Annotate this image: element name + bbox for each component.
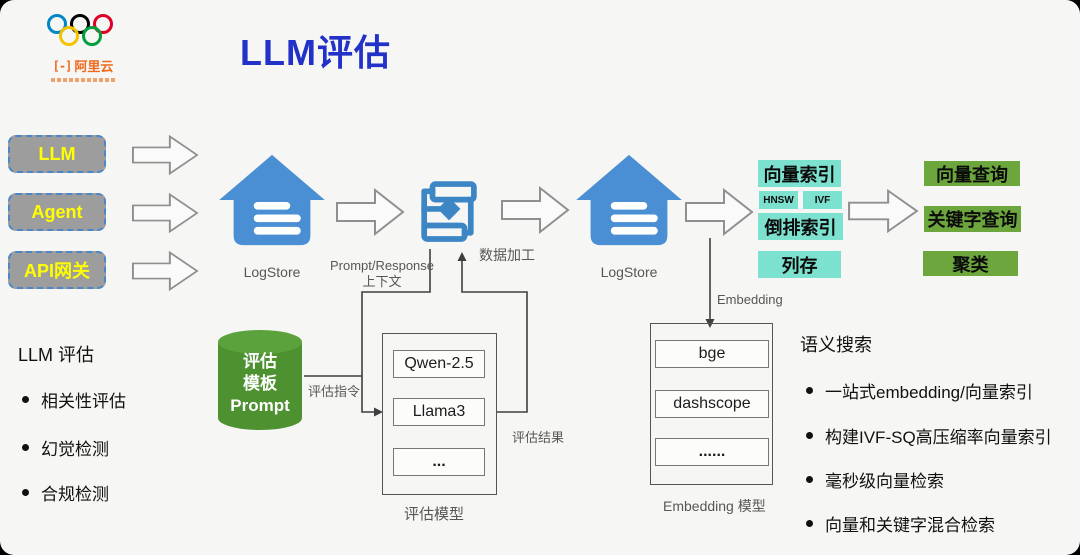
model-item-bge: bge bbox=[655, 340, 769, 368]
bracket-icon: [-] bbox=[52, 58, 73, 73]
bullet-dot-icon bbox=[22, 396, 29, 403]
prompt-response-text: Prompt/Response bbox=[329, 258, 435, 273]
arrow-right-icon bbox=[335, 187, 405, 237]
left-bullet-1: 相关性评估 bbox=[22, 387, 126, 412]
prompt-template-cylinder: 评估 模板 Prompt bbox=[214, 329, 306, 433]
prompt-response-label: Prompt/Response 上下文 bbox=[328, 258, 436, 291]
bullet-dot-icon bbox=[806, 476, 813, 483]
bullet-dot-icon bbox=[806, 520, 813, 527]
arrow-right-icon bbox=[847, 188, 919, 234]
cylinder-line: 评估 bbox=[243, 352, 277, 372]
logstore-label: LogStore bbox=[243, 264, 301, 280]
bullet-text: 相关性评估 bbox=[41, 392, 126, 411]
bullet-dot-icon bbox=[22, 444, 29, 451]
eval-model-caption: 评估模型 bbox=[404, 506, 465, 523]
arrow-right-icon bbox=[131, 250, 199, 292]
bullet-text: 构建IVF-SQ高压缩率向量索引 bbox=[825, 428, 1052, 447]
cylinder-text: 评估 模板 Prompt bbox=[214, 329, 306, 433]
bullet-dot-icon bbox=[22, 489, 29, 496]
context-text: 上下文 bbox=[362, 274, 402, 290]
chip-keyword-query: 关键字查询 bbox=[924, 206, 1021, 232]
source-label: LLM bbox=[38, 143, 76, 164]
olympic-rings-icon bbox=[47, 14, 119, 52]
model-item-dashscope: dashscope bbox=[655, 390, 769, 418]
right-bullet-2: 构建IVF-SQ高压缩率向量索引 bbox=[806, 423, 1052, 448]
source-label: API网关 bbox=[23, 261, 90, 281]
logo-subtext-bar bbox=[51, 78, 115, 82]
arrow-right-icon bbox=[131, 192, 199, 234]
source-box-agent: Agent bbox=[8, 193, 106, 231]
eval-model-box: Qwen-2.5 Llama3 ... bbox=[382, 333, 497, 495]
cylinder-icon bbox=[218, 330, 302, 430]
bullet-text: 毫秒级向量检索 bbox=[825, 472, 944, 491]
chip-inverted-index: 倒排索引 bbox=[758, 213, 843, 240]
eval-instruction-label: 评估指令 bbox=[308, 384, 361, 399]
model-item-more: ... bbox=[393, 448, 485, 476]
source-box-api-gateway: API网关 bbox=[8, 251, 106, 289]
data-processing-label: 数据加工 bbox=[479, 247, 535, 263]
cylinder-line: 模板 bbox=[243, 374, 277, 394]
arrow-right-icon bbox=[684, 187, 754, 237]
bullet-text: 向量和关键字混合检索 bbox=[825, 516, 995, 535]
arrow-right-icon bbox=[131, 134, 199, 176]
chip-vector-index: 向量索引 bbox=[758, 160, 841, 187]
source-box-llm: LLM bbox=[8, 135, 106, 173]
page-title: LLM评估 bbox=[240, 32, 391, 73]
right-panel-heading: 语义搜索 bbox=[800, 335, 872, 355]
bullet-text: 幻觉检测 bbox=[41, 440, 109, 459]
alibaba-cloud-wordmark: [-] 阿里云 bbox=[38, 56, 128, 75]
logstore-house-icon bbox=[575, 153, 683, 249]
bullet-dot-icon bbox=[806, 387, 813, 394]
chip-column-store: 列存 bbox=[758, 251, 841, 278]
embedding-label: Embedding bbox=[717, 292, 783, 307]
cylinder-line: Prompt bbox=[230, 395, 290, 415]
data-processing-flow-icon bbox=[421, 181, 477, 242]
brand-text: 阿里云 bbox=[74, 59, 114, 74]
chip-hnsw: HNSW bbox=[759, 191, 798, 209]
chip-vector-query: 向量查询 bbox=[924, 161, 1020, 186]
bullet-text: 合规检测 bbox=[41, 485, 109, 504]
eval-result-label: 评估结果 bbox=[512, 430, 565, 445]
embedding-model-box: bge dashscope ...... bbox=[650, 323, 773, 485]
alibaba-cloud-logo: [-] 阿里云 bbox=[38, 14, 128, 82]
bullet-dot-icon bbox=[806, 432, 813, 439]
left-bullet-2: 幻觉检测 bbox=[22, 435, 109, 460]
left-panel-heading: LLM 评估 bbox=[18, 345, 95, 365]
right-bullet-3: 毫秒级向量检索 bbox=[806, 467, 944, 492]
model-item-more: ...... bbox=[655, 438, 769, 466]
chip-clustering: 聚类 bbox=[923, 251, 1018, 276]
model-item-qwen: Qwen-2.5 bbox=[393, 350, 485, 378]
bullet-text: 一站式embedding/向量索引 bbox=[825, 383, 1033, 402]
embedding-model-caption: Embedding 模型 bbox=[663, 498, 766, 514]
right-bullet-1: 一站式embedding/向量索引 bbox=[806, 378, 1033, 403]
right-bullet-4: 向量和关键字混合检索 bbox=[806, 511, 995, 536]
chip-ivf: IVF bbox=[803, 191, 842, 209]
left-bullet-3: 合规检测 bbox=[22, 480, 109, 505]
arrow-right-icon bbox=[500, 185, 570, 235]
model-item-llama: Llama3 bbox=[393, 398, 485, 426]
logstore-label: LogStore bbox=[600, 264, 658, 280]
logstore-house-icon bbox=[218, 153, 326, 249]
source-label: Agent bbox=[31, 201, 83, 222]
